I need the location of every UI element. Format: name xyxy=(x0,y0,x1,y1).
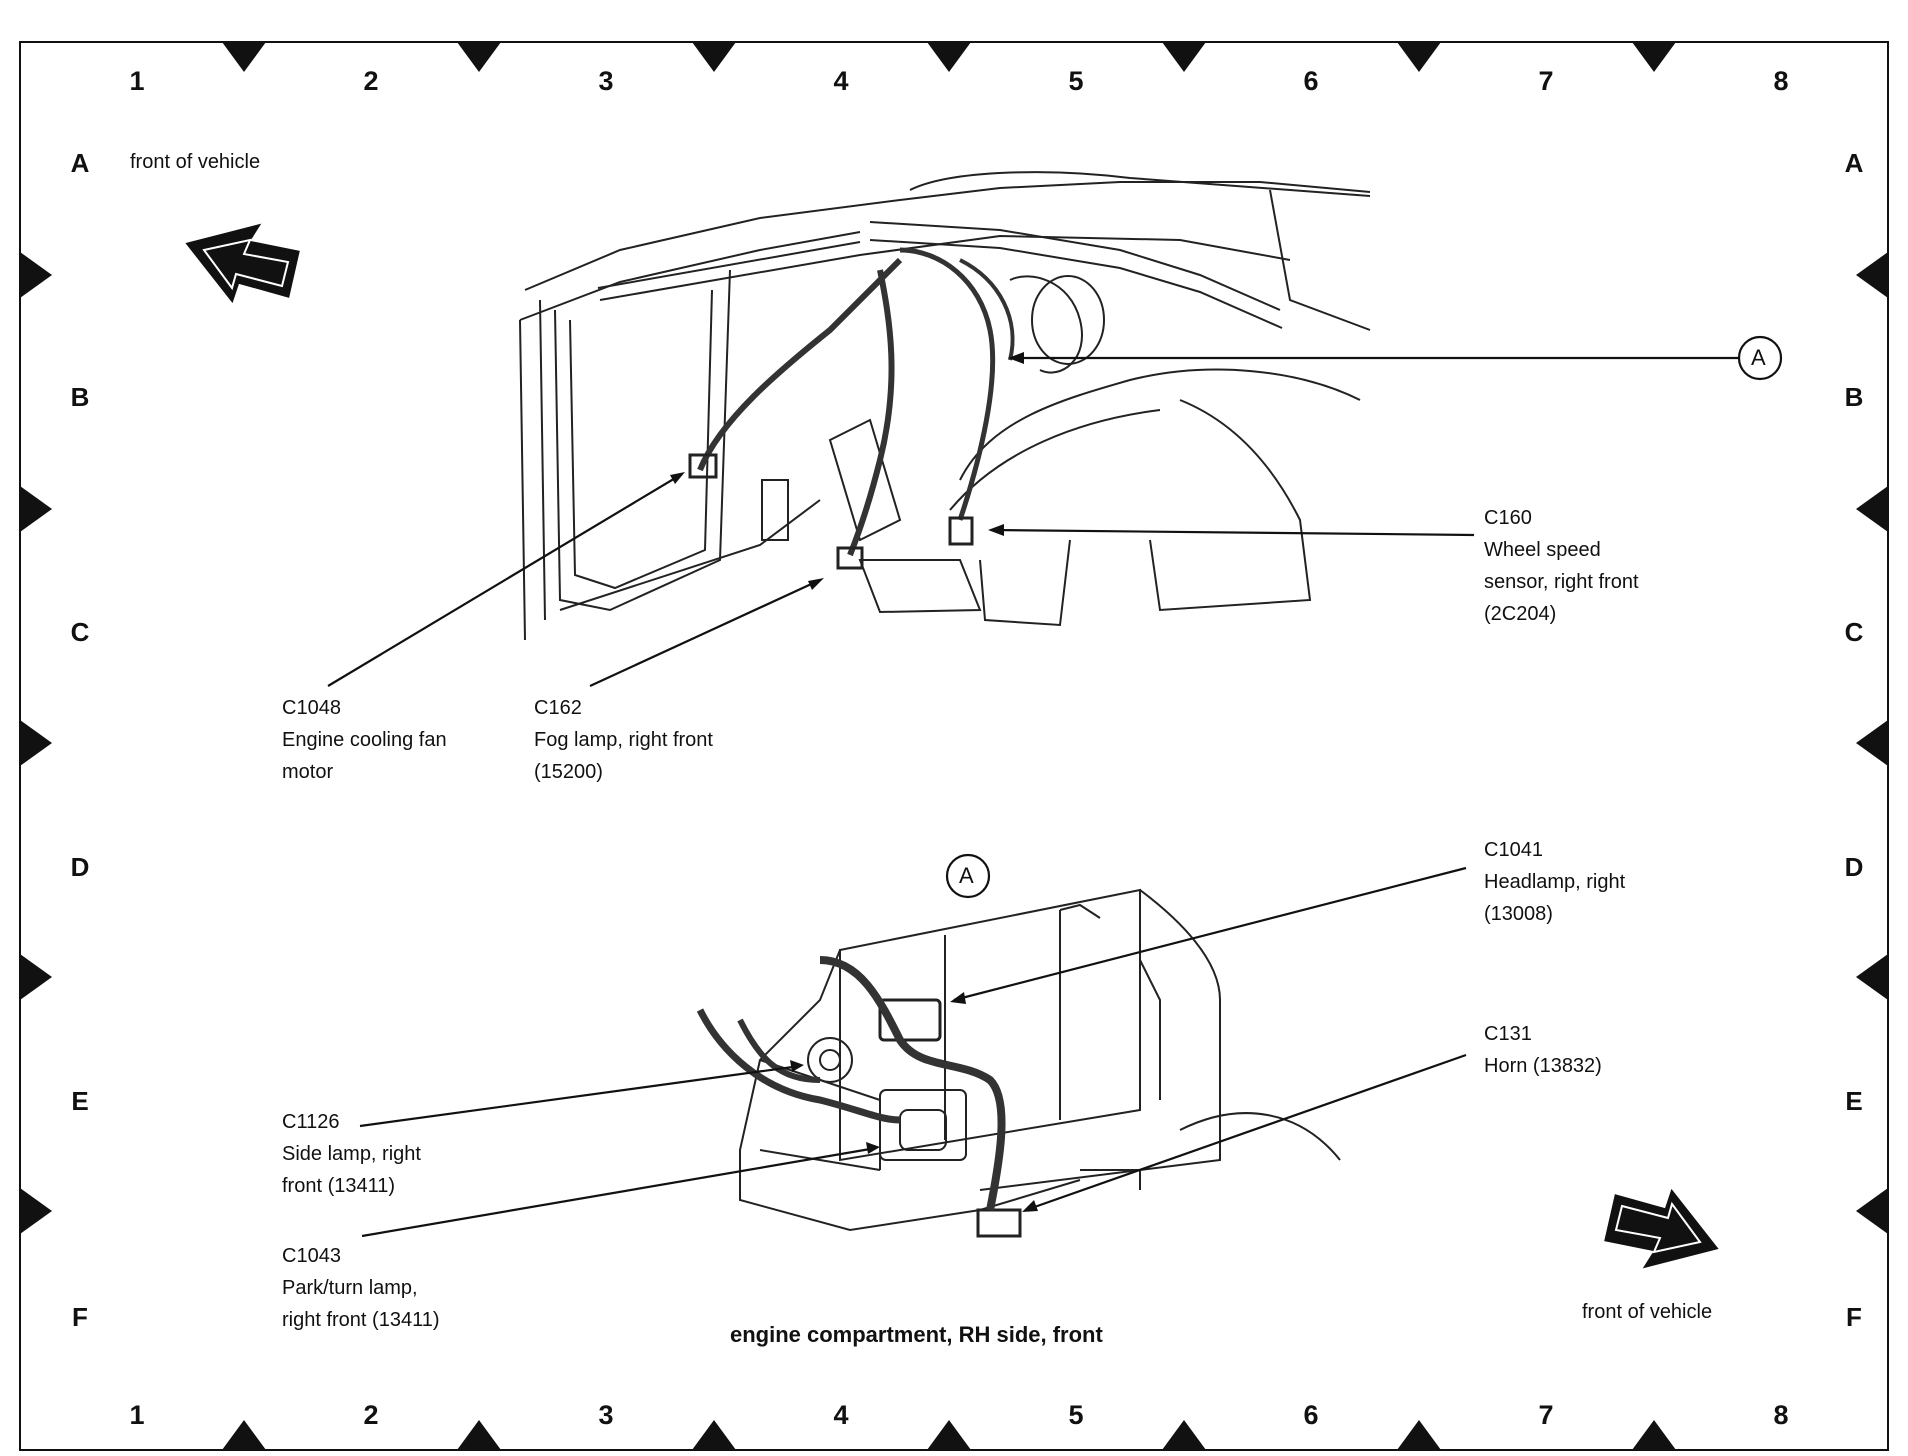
connector-label-c1126: C1126 Side lamp, right front (13411) xyxy=(282,1106,421,1202)
column-label-top-7: 7 xyxy=(1538,66,1554,96)
front-of-vehicle-label-bottom: front of vehicle xyxy=(1582,1301,1713,1323)
front-arrow-icon-bottom xyxy=(1604,1188,1719,1269)
right-grid-markers xyxy=(1856,252,1888,1234)
lower-headlamp-illustration xyxy=(696,888,1341,1238)
connector-desc-c1126-1: Side lamp, right xyxy=(282,1143,421,1165)
connector-id-c162: C162 xyxy=(534,697,582,719)
row-label-left-f: F xyxy=(72,1302,88,1332)
connector-id-c160: C160 xyxy=(1484,507,1532,529)
connector-label-c160: C160 Wheel speed sensor, right front (2C… xyxy=(1484,502,1639,630)
connector-desc-c1043-2: right front (13411) xyxy=(282,1309,440,1331)
bottom-grid-markers xyxy=(222,1420,1676,1450)
connector-desc-c1041-1: Headlamp, right xyxy=(1484,871,1626,893)
connector-desc-c160-2: sensor, right front xyxy=(1484,571,1639,593)
row-label-left-e: E xyxy=(71,1086,89,1116)
column-label-top-2: 2 xyxy=(363,66,379,96)
column-label-top-5: 5 xyxy=(1068,66,1084,96)
connector-id-c131: C131 xyxy=(1484,1023,1532,1045)
row-label-right-d: D xyxy=(1844,852,1864,882)
connector-desc-c1041-2: (13008) xyxy=(1484,903,1553,925)
column-label-top-1: 1 xyxy=(129,66,145,96)
connector-id-c1048: C1048 xyxy=(282,697,341,719)
column-label-bottom-5: 5 xyxy=(1068,1400,1084,1430)
upper-engine-illustration xyxy=(519,171,1371,641)
connector-desc-c1126-2: front (13411) xyxy=(282,1175,396,1197)
column-label-bottom-3: 3 xyxy=(598,1400,614,1430)
top-grid-markers xyxy=(222,42,1676,72)
column-label-top-4: 4 xyxy=(833,66,849,96)
connector-desc-c1043-1: Park/turn lamp, xyxy=(282,1277,418,1299)
callout-circle-a-lower xyxy=(945,853,991,899)
column-label-bottom-4: 4 xyxy=(833,1400,849,1430)
front-arrow-icon-top xyxy=(185,223,300,304)
row-label-right-e: E xyxy=(1845,1086,1863,1116)
column-label-top-6: 6 xyxy=(1303,66,1319,96)
connector-label-c1041: C1041 Headlamp, right (13008) xyxy=(1484,834,1625,930)
row-label-right-c: C xyxy=(1844,617,1864,647)
connector-id-c1041: C1041 xyxy=(1484,839,1543,861)
row-label-left-d: D xyxy=(70,852,90,882)
column-label-bottom-8: 8 xyxy=(1773,1400,1789,1430)
row-label-right-a: A xyxy=(1844,148,1864,178)
connector-label-c162: C162 Fog lamp, right front (15200) xyxy=(534,692,713,788)
left-grid-markers xyxy=(20,252,52,1234)
connector-id-c1126: C1126 xyxy=(282,1111,340,1133)
callout-letter-upper: A xyxy=(1751,345,1766,370)
row-label-left-c: C xyxy=(70,617,90,647)
column-label-bottom-6: 6 xyxy=(1303,1400,1319,1430)
connector-label-c1048: C1048 Engine cooling fan motor xyxy=(282,692,447,788)
row-label-right-b: B xyxy=(1844,382,1864,412)
connector-desc-c160-3: (2C204) xyxy=(1484,603,1557,625)
column-label-bottom-7: 7 xyxy=(1538,1400,1554,1430)
connector-desc-c160-1: Wheel speed xyxy=(1484,539,1601,561)
callout-circle-a-upper xyxy=(1737,335,1783,381)
column-label-top-3: 3 xyxy=(598,66,614,96)
row-label-right-f: F xyxy=(1846,1302,1862,1332)
column-label-bottom-2: 2 xyxy=(363,1400,379,1430)
connector-desc-c1048-1: Engine cooling fan xyxy=(282,729,447,751)
column-label-top-8: 8 xyxy=(1773,66,1789,96)
connector-desc-c162-1: Fog lamp, right front xyxy=(534,729,713,751)
connector-desc-c162-2: (15200) xyxy=(534,761,603,783)
diagram-caption: engine compartment, RH side, front xyxy=(730,1322,1103,1347)
connector-label-c131: C131 Horn (13832) xyxy=(1484,1018,1602,1082)
leader-lines xyxy=(327,356,1746,1238)
row-label-left-a: A xyxy=(70,148,90,178)
connector-id-c1043: C1043 xyxy=(282,1245,341,1267)
leader-arrowheads xyxy=(670,352,1038,1212)
column-label-bottom-1: 1 xyxy=(129,1400,145,1430)
connector-desc-c131-1: Horn (13832) xyxy=(1484,1055,1602,1077)
callout-letter-lower: A xyxy=(959,863,974,888)
row-label-left-b: B xyxy=(70,382,90,412)
front-of-vehicle-label-top: front of vehicle xyxy=(130,151,261,173)
connector-label-c1043: C1043 Park/turn lamp, right front (13411… xyxy=(282,1240,440,1336)
connector-desc-c1048-2: motor xyxy=(282,761,334,783)
